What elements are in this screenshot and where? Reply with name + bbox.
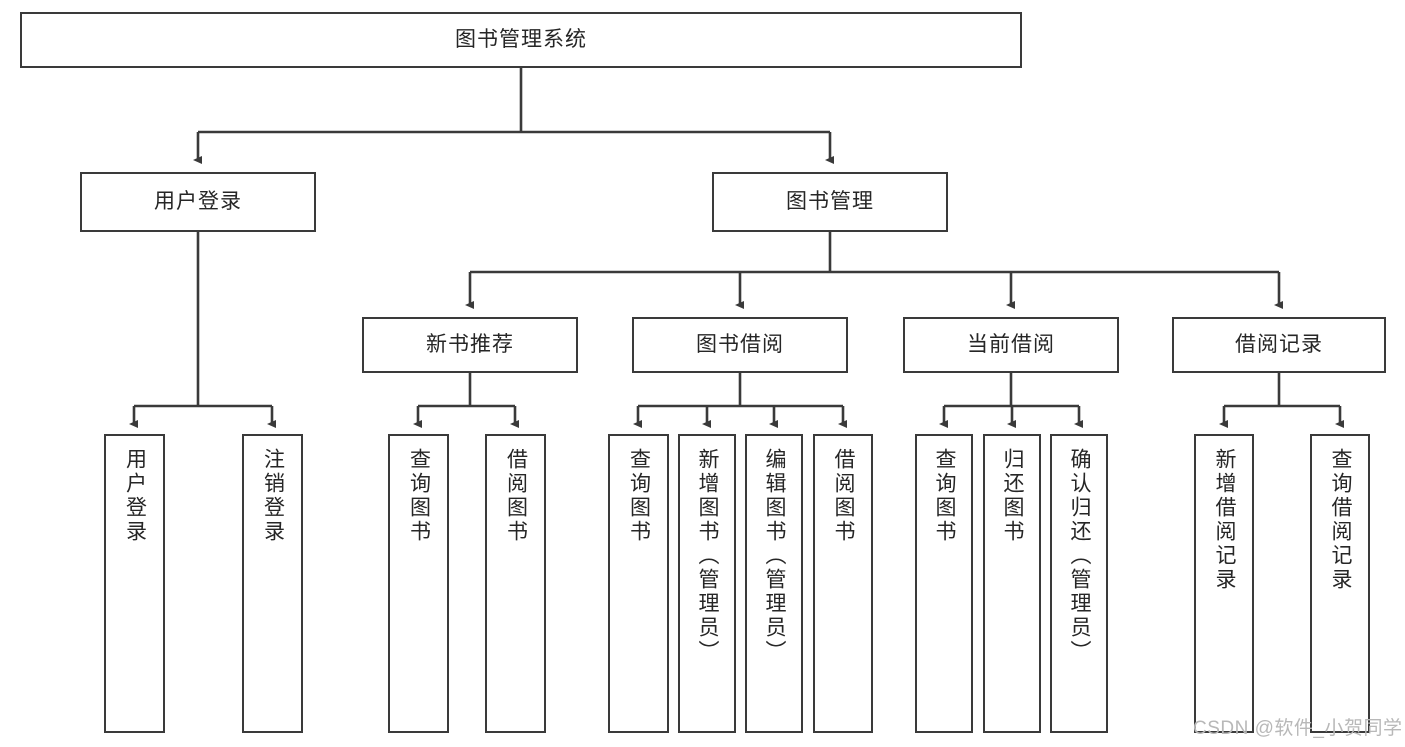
node-current-borrow-label: 当前借阅 (967, 332, 1055, 356)
node-root-label: 图书管理系统 (455, 27, 587, 51)
node-book-manage[interactable]: 图书管理 (712, 172, 948, 232)
node-leaf-query-book-borrow-label: 查询图书 (627, 448, 651, 544)
node-leaf-query-book-cur-label: 查询图书 (933, 448, 957, 544)
node-leaf-user-login[interactable]: 用户登录 (104, 434, 165, 733)
node-leaf-query-borrow-record-label: 查询借阅记录 (1329, 448, 1353, 592)
node-leaf-borrow-book[interactable]: 借阅图书 (813, 434, 873, 733)
node-leaf-add-borrow-record[interactable]: 新增借阅记录 (1194, 434, 1254, 733)
node-leaf-user-logout-label: 注销登录 (261, 448, 285, 544)
node-leaf-confirm-return[interactable]: 确认归还（管理员） (1050, 434, 1108, 733)
node-user-login-label: 用户登录 (154, 189, 242, 213)
node-leaf-query-book-rec[interactable]: 查询图书 (388, 434, 449, 733)
watermark-text: CSDN @软件_小贺同学 (1193, 718, 1403, 739)
node-leaf-borrow-book-label: 借阅图书 (832, 448, 856, 544)
node-borrow-record-label: 借阅记录 (1235, 332, 1323, 356)
node-leaf-confirm-return-label: 确认归还（管理员） (1068, 448, 1092, 664)
node-book-borrow[interactable]: 图书借阅 (632, 317, 848, 373)
node-root[interactable]: 图书管理系统 (20, 12, 1022, 68)
node-leaf-edit-book-label: 编辑图书（管理员） (763, 448, 787, 664)
node-leaf-query-borrow-record[interactable]: 查询借阅记录 (1310, 434, 1370, 733)
node-leaf-borrow-book-rec-label: 借阅图书 (504, 448, 528, 544)
node-leaf-edit-book[interactable]: 编辑图书（管理员） (745, 434, 803, 733)
node-new-book-recommend-label: 新书推荐 (426, 332, 514, 356)
node-leaf-add-borrow-record-label: 新增借阅记录 (1213, 448, 1237, 592)
node-borrow-record[interactable]: 借阅记录 (1172, 317, 1386, 373)
node-leaf-query-book-cur[interactable]: 查询图书 (915, 434, 973, 733)
node-leaf-return-book[interactable]: 归还图书 (983, 434, 1041, 733)
node-book-borrow-label: 图书借阅 (696, 332, 784, 356)
node-leaf-query-book-rec-label: 查询图书 (407, 448, 431, 544)
node-leaf-user-logout[interactable]: 注销登录 (242, 434, 303, 733)
node-leaf-borrow-book-rec[interactable]: 借阅图书 (485, 434, 546, 733)
node-leaf-query-book-borrow[interactable]: 查询图书 (608, 434, 669, 733)
node-leaf-return-book-label: 归还图书 (1001, 448, 1025, 544)
node-leaf-user-login-label: 用户登录 (123, 448, 147, 544)
node-book-manage-label: 图书管理 (786, 189, 874, 213)
node-leaf-add-book-label: 新增图书（管理员） (696, 448, 720, 664)
node-user-login[interactable]: 用户登录 (80, 172, 316, 232)
node-current-borrow[interactable]: 当前借阅 (903, 317, 1119, 373)
node-leaf-add-book[interactable]: 新增图书（管理员） (678, 434, 736, 733)
node-new-book-recommend[interactable]: 新书推荐 (362, 317, 578, 373)
